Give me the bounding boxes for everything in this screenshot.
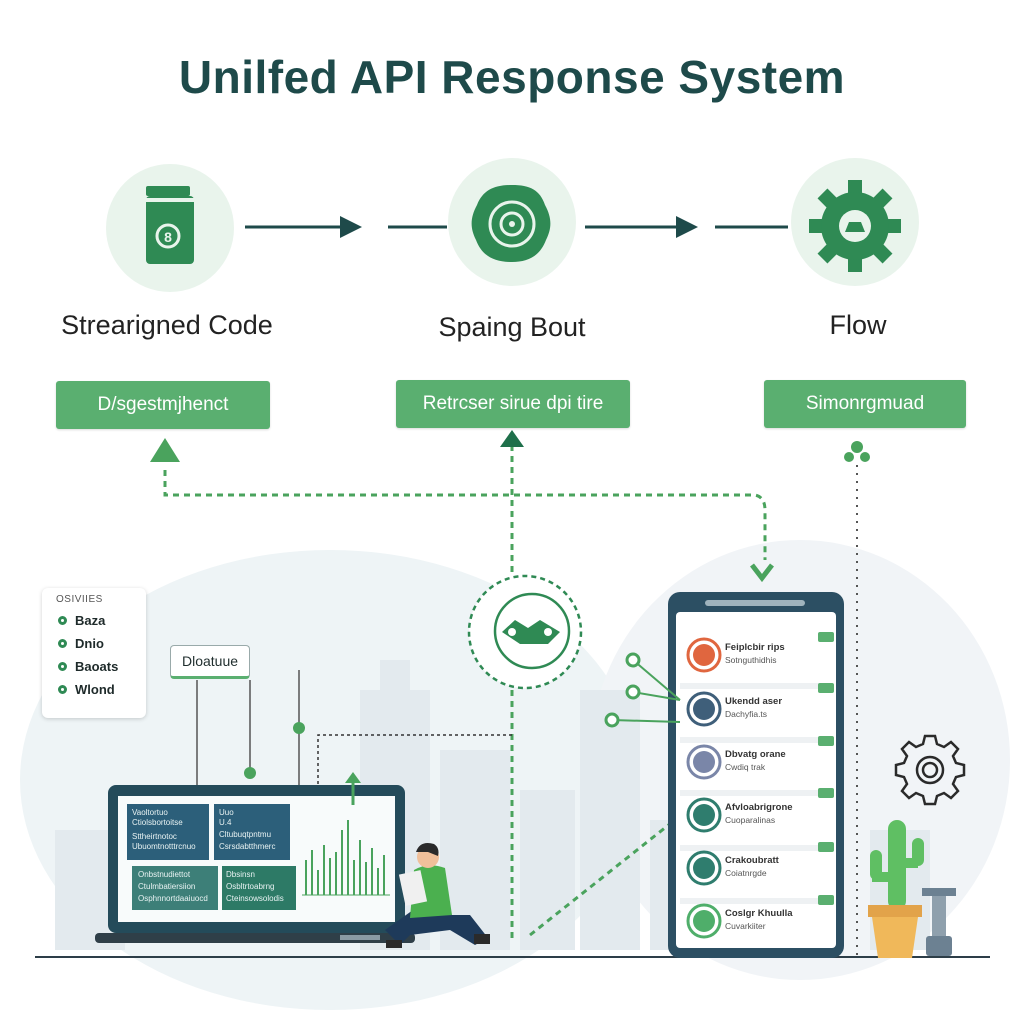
step-2-button[interactable]: Retrcser sirue dpi tire xyxy=(396,380,630,428)
phone-item-icon-fill xyxy=(693,857,715,879)
phone-item-subtitle: Cwdiq trak xyxy=(725,762,766,772)
laptop-panel-text: Ctiolsbortoitse xyxy=(132,818,183,827)
phone-list-item[interactable]: Coslgr Khuulla Cuvarkiiter xyxy=(677,894,837,946)
pin-dot xyxy=(244,767,256,779)
phone-item-title: Afvloabrigrone xyxy=(725,802,793,813)
laptop-panel-text: Csrsdabtthmerc xyxy=(219,842,276,851)
svg-text:8: 8 xyxy=(164,229,172,245)
laptop-bar-chart xyxy=(305,820,385,895)
legend-item-label: Dnio xyxy=(75,636,104,651)
diagram-title: Unilfed API Response System xyxy=(178,51,846,103)
phone-item-title: Dbvatg orane xyxy=(725,749,786,760)
city-skyline xyxy=(55,660,930,950)
legend-dot-icon xyxy=(58,639,67,648)
arrow-up-center xyxy=(500,430,524,447)
phone-item-subtitle: Dachyfia.ts xyxy=(725,709,768,719)
gear-icon xyxy=(809,180,901,272)
arrow-down-right xyxy=(750,563,774,583)
connector-node xyxy=(625,684,641,700)
phone-item-icon-fill xyxy=(693,804,715,826)
sprout-icon xyxy=(844,441,870,462)
phone-item-title: Feiplcbir rips xyxy=(725,642,785,653)
legend-item: Dnio xyxy=(42,632,146,655)
laptop-panel-text: Ubuomtnotttrcnuo xyxy=(132,842,196,851)
step-3-label: Flow xyxy=(829,310,887,340)
phone-list-item[interactable]: Ukendd aser Dachyfia.ts xyxy=(677,682,837,734)
laptop-panel-text: Cltubuqtpntmu xyxy=(219,830,272,839)
wallet-icon: 8 xyxy=(146,186,194,264)
target-icon xyxy=(471,185,551,262)
laptop-panel-text: Dbsinsn xyxy=(226,870,255,879)
phone-list-item[interactable]: Dbvatg orane Cwdiq trak xyxy=(677,735,837,787)
connector-node xyxy=(625,652,641,668)
step-1-button[interactable]: D/sgestmjhenct xyxy=(56,381,270,429)
laptop-panel-text: Sttheirtnotoc xyxy=(132,832,177,841)
legend-item-label: Baza xyxy=(75,613,106,628)
legend-dot-icon xyxy=(58,616,67,625)
laptop-panel-text: Cteinsowsolodis xyxy=(226,894,284,903)
arrow-up-small xyxy=(345,772,361,805)
phone-list-item[interactable]: Feiplcbir rips Sotnguthidhis xyxy=(677,628,837,680)
cactus-plant xyxy=(868,820,924,958)
callout-label: Dloatuue xyxy=(170,645,250,679)
phone-item-title: Coslgr Khuulla xyxy=(725,908,793,919)
pin-dot xyxy=(293,722,305,734)
laptop-panel-text: U.4 xyxy=(219,818,232,827)
legend-item-label: Baoats xyxy=(75,659,119,674)
flow-arrows xyxy=(245,216,788,238)
legend-item: Baza xyxy=(42,609,146,632)
dashed-leader xyxy=(317,734,515,790)
phone-connectors xyxy=(611,659,681,723)
legend-dot-icon xyxy=(58,662,67,671)
legend-item-label: Wlond xyxy=(75,682,115,697)
phone-item-subtitle: Coiatnrgde xyxy=(725,868,767,878)
laptop-panel-text: Onbstnudiettot xyxy=(138,870,191,879)
laptop xyxy=(95,785,415,943)
laptop-panel-text: Ctulmbatiersiion xyxy=(138,882,196,891)
phone-row-dividers xyxy=(680,632,834,905)
phone-item-subtitle: Cuoparalinas xyxy=(725,815,776,825)
legend-item: Baoats xyxy=(42,655,146,678)
handshake-icon xyxy=(502,620,560,644)
laptop-panel-text: Osbltrtoabrng xyxy=(226,882,275,891)
connector-node xyxy=(604,712,620,728)
phone-item-subtitle: Cuvarkiiter xyxy=(725,921,766,931)
legend-item: Wlond xyxy=(42,678,146,701)
step-2-label: Spaing Bout xyxy=(438,312,586,342)
legend-dot-icon xyxy=(58,685,67,694)
laptop-panel-text: Osphnnortdaaiuocd xyxy=(138,894,208,903)
step-3-button[interactable]: Simonrgmuad xyxy=(764,380,966,428)
laptop-panel-text: Vaoltortuo xyxy=(132,808,168,817)
phone-item-title: Crakoubratt xyxy=(725,855,779,866)
phone-list-item[interactable]: Crakoubratt Coiatnrgde xyxy=(677,841,837,893)
phone-item-icon-fill xyxy=(693,644,715,666)
legend-panel: OSIVIIES Baza Dnio Baoats Wlond xyxy=(42,588,146,718)
arrow-up-left xyxy=(150,438,180,462)
legend-heading: OSIVIIES xyxy=(56,594,103,605)
person-illustration xyxy=(385,843,490,948)
laptop-panel-text: Uuo xyxy=(219,808,234,817)
phone-list-item[interactable]: Afvloabrigrone Cuoparalinas xyxy=(677,788,837,840)
phone-item-title: Ukendd aser xyxy=(725,696,783,707)
step-1-label: Strearigned Code xyxy=(61,310,273,340)
phone-item-subtitle: Sotnguthidhis xyxy=(725,655,777,665)
gear-outline-icon xyxy=(894,734,966,806)
phone-item-icon-fill xyxy=(693,698,715,720)
lamp-post xyxy=(922,888,956,956)
phone-item-icon-fill xyxy=(693,910,715,932)
phone-item-icon-fill xyxy=(693,751,715,773)
